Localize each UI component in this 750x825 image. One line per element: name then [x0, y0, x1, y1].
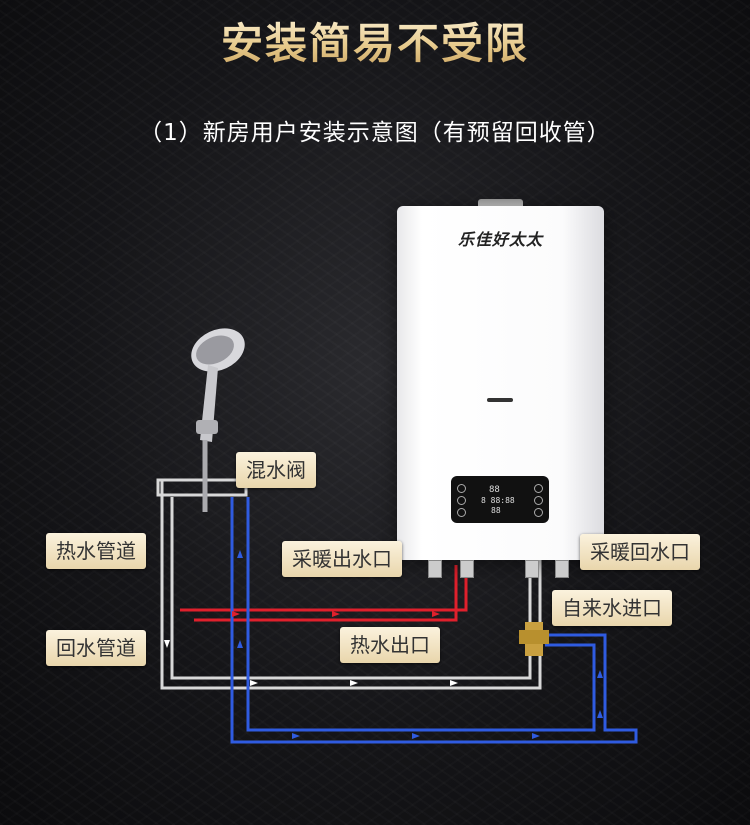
hot-pipe-outer	[180, 565, 468, 612]
display-line-2: 8 88:88	[481, 496, 515, 505]
return-flow-arrows	[164, 640, 458, 686]
page-subtitle: （1）新房用户安装示意图（有预留回收管）	[139, 120, 611, 146]
label-mixer-valve: 混水阀	[236, 452, 316, 488]
flue-pipe	[478, 199, 523, 209]
display-line-3: 88	[491, 506, 501, 515]
heater-fitting	[460, 560, 474, 578]
heater-slot	[487, 398, 513, 402]
label-heating-return: 采暖回水口	[580, 534, 700, 570]
brand-logo: 乐佳好太太	[457, 230, 543, 249]
page-title: 安装简易不受限	[0, 10, 750, 71]
label-tap-water-inlet: 自来水进口	[552, 590, 672, 626]
heater-fitting	[525, 560, 539, 578]
cold-flow-arrows	[237, 550, 603, 739]
water-heater: 乐佳好太太 88 8 88:88 88	[397, 206, 604, 560]
panel-button[interactable]	[534, 484, 543, 493]
shower-head	[191, 328, 245, 512]
label-heating-outlet: 采暖出水口	[282, 541, 402, 577]
return-pipe-inner	[170, 497, 532, 680]
panel-button[interactable]	[457, 508, 466, 517]
cold-pipe-inner	[246, 497, 596, 732]
label-hot-water-outlet: 热水出口	[340, 627, 440, 663]
mixer-base	[156, 478, 248, 497]
heater-fitting	[428, 560, 442, 578]
display-line-1: 88	[489, 485, 500, 495]
control-panel: 88 8 88:88 88	[451, 476, 549, 523]
label-return-pipe: 回水管道	[46, 630, 146, 666]
panel-button[interactable]	[457, 484, 466, 493]
heater-fitting	[555, 560, 569, 578]
cold-pipe-outer	[230, 497, 638, 744]
inlet-valve	[519, 622, 549, 656]
hot-flow-arrows	[232, 611, 440, 617]
label-hot-water-pipe: 热水管道	[46, 533, 146, 569]
panel-button[interactable]	[534, 508, 543, 517]
hot-pipe-inner	[194, 565, 458, 622]
panel-button[interactable]	[534, 496, 543, 505]
panel-button[interactable]	[457, 496, 466, 505]
